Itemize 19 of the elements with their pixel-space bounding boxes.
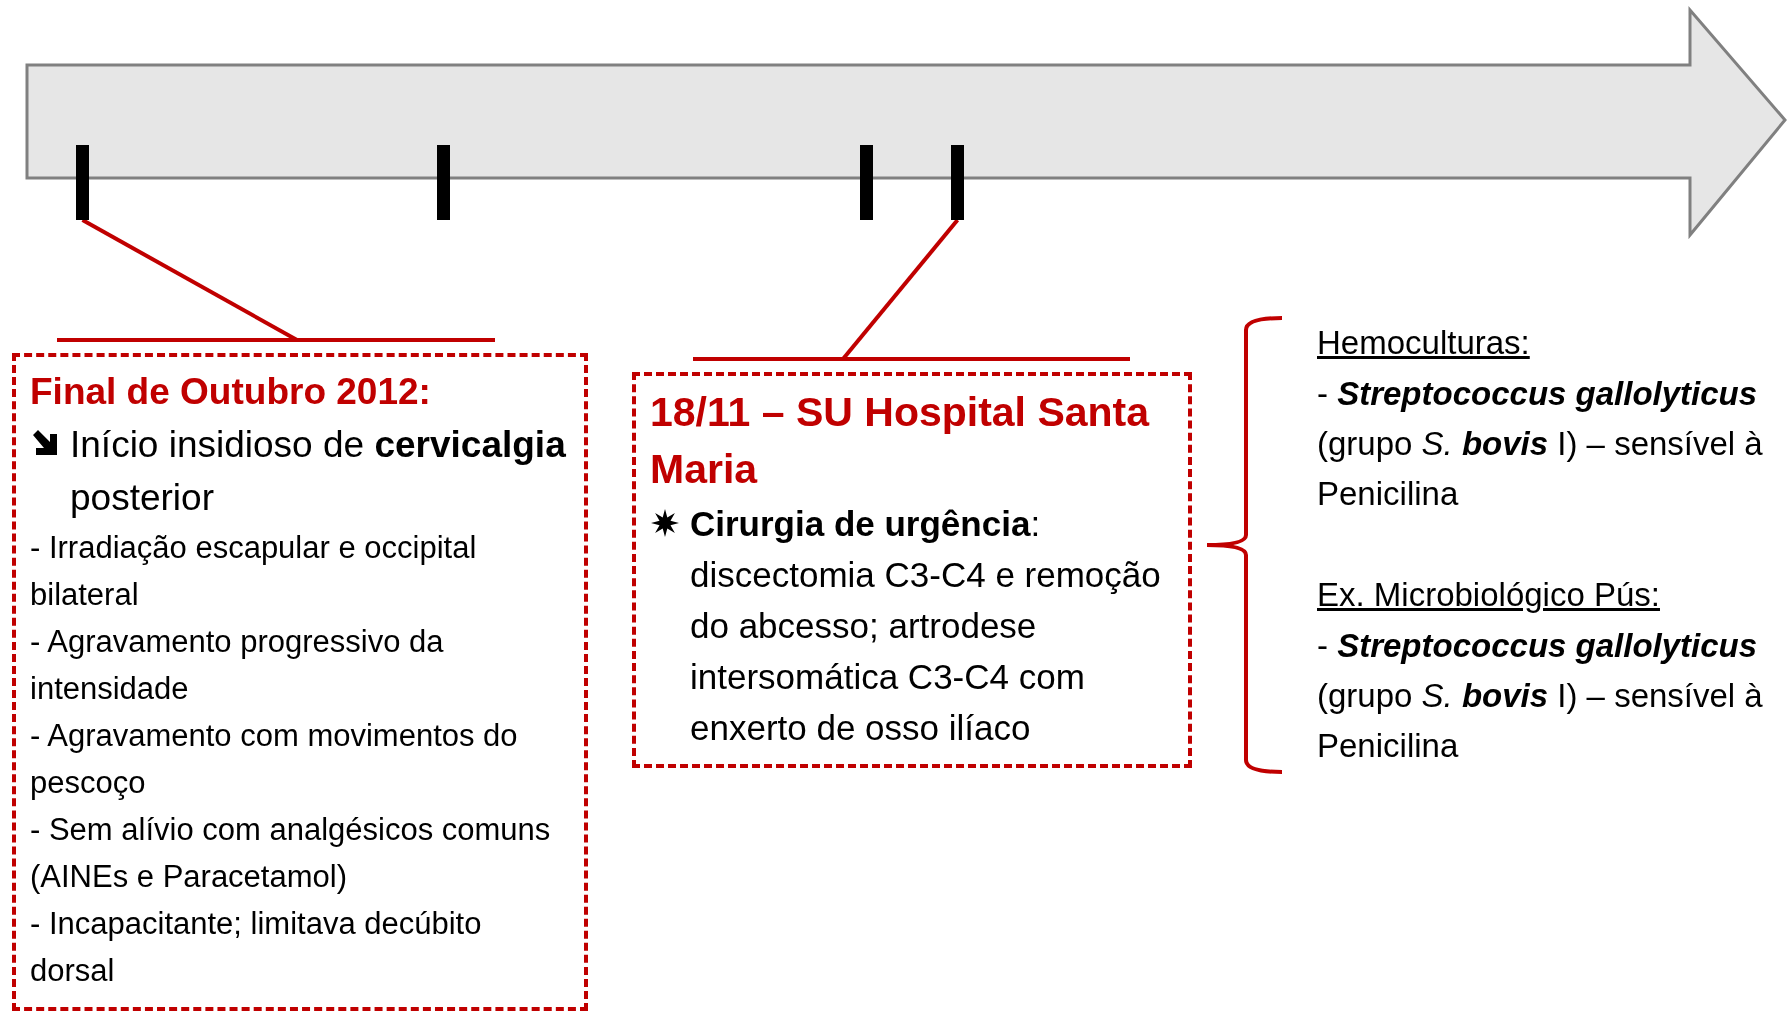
event-text: Cirurgia de urgência: discectomia C3-C4 e remoção do abcesso; artrodese intersomática C3-C4 com enxerto de osso ilíaco (690, 503, 1162, 749)
symptom-text: - Agravamento progressivo da intensidade (30, 623, 445, 708)
culture-result-text: - Streptococcus gallolyticus (grupo S. bovis I) – sensível à Penicilina (1317, 374, 1764, 514)
event-text: Início insidioso de cervicalgia posterior (70, 423, 567, 520)
symptom-text: - Incapacitante; limitava decúbito dorsal (30, 905, 483, 990)
culture-result-text: - Streptococcus gallolyticus (grupo S. bovis I) – sensível à Penicilina (1317, 626, 1764, 766)
timeline-tick (860, 145, 873, 220)
section-heading: Hemoculturas: (1317, 323, 1531, 363)
timeline-tick (951, 145, 964, 220)
symptom-text: - Agravamento com movimentos do pescoço (30, 717, 519, 802)
event-heading: Final de Outubro 2012: (30, 370, 432, 414)
section-heading: Ex. Microbiológico Pús: (1317, 575, 1661, 615)
event-box (12, 353, 588, 1011)
timeline-tick (76, 145, 89, 220)
symptom-text: - Irradiação escapular e occipital bilateral (30, 529, 478, 614)
symptom-text: - Sem alívio com analgésicos comuns (AINEs e Paracetamol) (30, 811, 552, 896)
event-heading: 18/11 – SU Hospital Santa Maria (650, 388, 1151, 494)
event-box (632, 372, 1192, 768)
timeline-tick (437, 145, 450, 220)
